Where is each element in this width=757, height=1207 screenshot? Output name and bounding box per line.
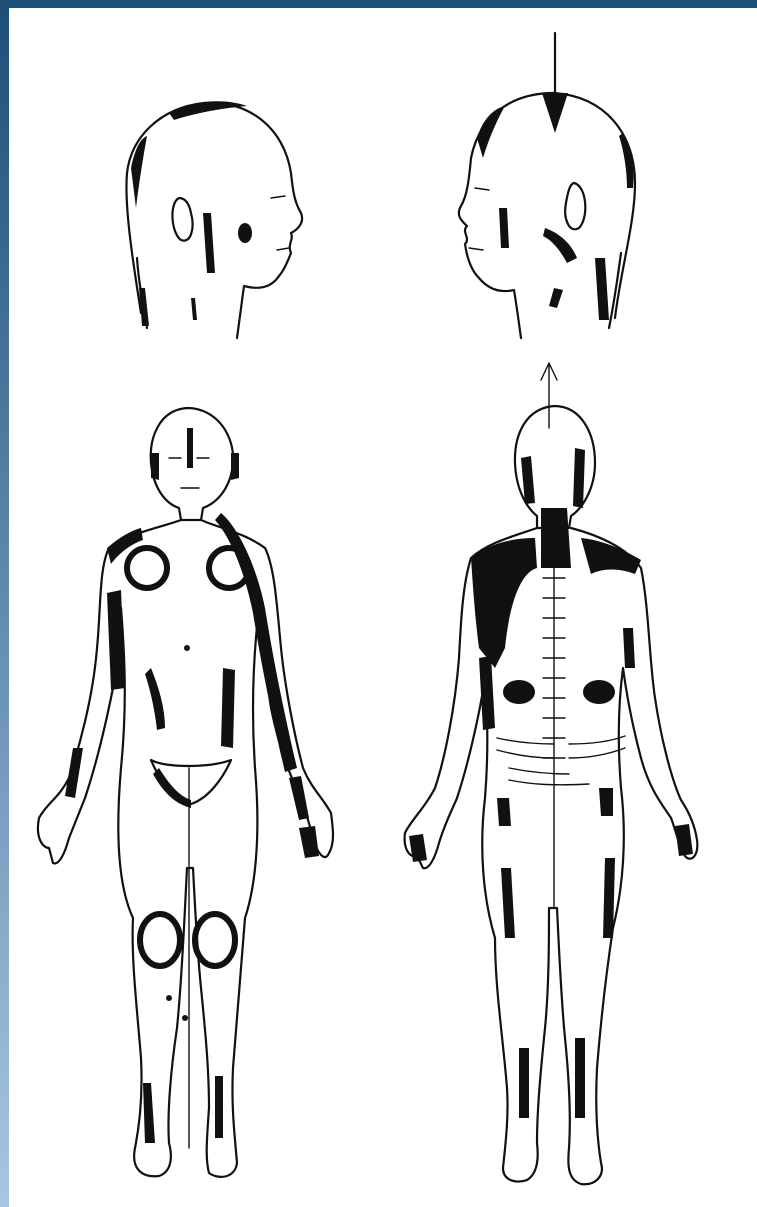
- front-right-forearm-mark: [289, 776, 309, 820]
- front-abdomen-right-mark: [221, 668, 235, 748]
- back-top-arrow: [541, 363, 557, 428]
- back-neck-spine-mark: [541, 508, 571, 568]
- back-flank-left-mark: [503, 680, 535, 704]
- front-abdomen-left-mark: [145, 668, 165, 730]
- front-left-forearm-mark: [65, 748, 83, 798]
- front-left-arm-mark: [107, 590, 125, 690]
- front-left-shin-mark: [143, 1083, 155, 1143]
- head-right-nape-mark: [595, 258, 609, 320]
- head-right-ear: [565, 183, 585, 229]
- back-body-outline: [405, 528, 698, 1184]
- head-left-neck-mark: [203, 213, 215, 273]
- back-buttock-left-mark: [497, 798, 511, 826]
- front-left-shoulder-mark: [107, 528, 143, 564]
- front-groin-mark: [153, 768, 191, 808]
- head-left-eye: [271, 196, 285, 198]
- back-flank-right-mark: [583, 680, 615, 704]
- head-left-occiput-mark: [131, 136, 147, 208]
- body-front-view: [38, 408, 333, 1177]
- head-right-mouth: [469, 248, 483, 250]
- back-right-thigh-mark: [603, 858, 615, 938]
- head-left-ear: [172, 198, 192, 241]
- front-chest-left-ring: [127, 548, 167, 588]
- pain-drawing-canvas: [9, 8, 757, 1207]
- head-right-eye: [475, 188, 489, 190]
- front-right-shin-mark: [215, 1076, 223, 1138]
- head-right-temple-mark: [619, 133, 634, 188]
- head-right-view: [459, 33, 635, 338]
- back-upper-left-mark: [471, 538, 537, 668]
- back-right-calf-mark: [575, 1038, 585, 1118]
- head-left-mouth: [277, 248, 289, 250]
- head-right-arrow-head: [542, 93, 568, 133]
- head-right-cheek-mark: [499, 208, 509, 248]
- left-frame-bar: [0, 0, 9, 1207]
- back-left-thigh-mark: [501, 868, 515, 938]
- back-right-hand-mark: [675, 824, 693, 856]
- front-knee-right-ring: [195, 914, 235, 966]
- body-diagram: [9, 8, 757, 1207]
- head-left-view: [126, 101, 302, 338]
- front-ear-right-mark: [231, 453, 239, 480]
- head-left-jaw-spot: [238, 223, 252, 243]
- front-body-outline: [38, 520, 333, 1177]
- head-left-outline: [126, 103, 302, 338]
- head-left-nape-mark: [139, 288, 149, 326]
- head-right-neck-mark: [549, 288, 563, 308]
- front-knee-spot-left: [166, 995, 172, 1001]
- head-right-jaw-mark: [543, 228, 577, 263]
- front-knee-spot-right: [182, 1015, 188, 1021]
- head-right-vertex-mark: [477, 106, 505, 158]
- back-right-arm-mark: [623, 628, 635, 668]
- back-left-arm-mark: [479, 656, 495, 730]
- front-navel: [184, 645, 190, 651]
- back-buttock-right-mark: [599, 788, 613, 816]
- front-right-hand-mark: [299, 826, 319, 858]
- front-knee-left-ring: [140, 914, 180, 966]
- back-left-calf-mark: [519, 1048, 529, 1118]
- top-frame-bar: [0, 0, 757, 8]
- head-left-hair-mark: [169, 101, 247, 120]
- front-ear-left-mark: [151, 453, 159, 480]
- back-left-hand-mark: [409, 834, 427, 862]
- head-left-throat-mark: [191, 298, 197, 320]
- front-forehead-mark: [187, 428, 193, 468]
- back-hair-mark-right: [573, 448, 585, 508]
- body-back-view: [405, 363, 698, 1184]
- back-lumbar-lines: [497, 736, 625, 785]
